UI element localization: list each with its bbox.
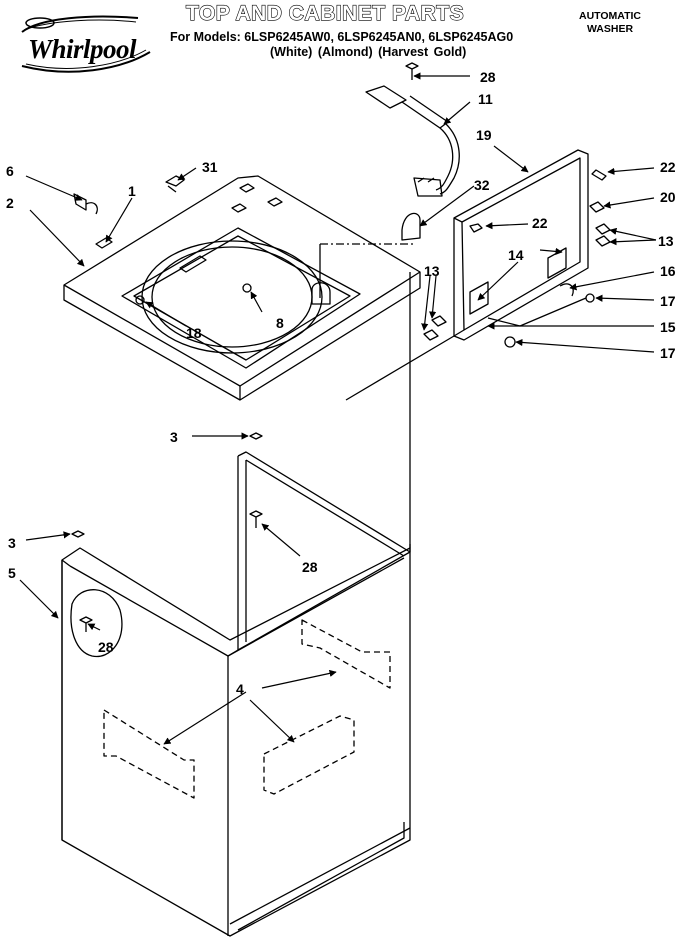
washer-cabinet bbox=[61, 547, 411, 937]
grommet-part-18 bbox=[135, 295, 145, 305]
callout-3a: 3 bbox=[170, 429, 178, 445]
clip-part-22 bbox=[469, 223, 483, 233]
model-colors: (White) (Almond) (Harvest Gold) bbox=[270, 45, 467, 59]
callout-3b: 3 bbox=[8, 535, 16, 551]
callout-6: 6 bbox=[6, 163, 14, 179]
callout-5: 5 bbox=[8, 565, 16, 581]
callout-28a: 28 bbox=[480, 69, 496, 85]
clip-part-3 bbox=[249, 432, 263, 440]
knob-part-17b bbox=[504, 336, 516, 348]
callout-19: 19 bbox=[476, 127, 492, 143]
page-title: TOP AND CABINET PARTS bbox=[185, 1, 465, 25]
screws-part-13 bbox=[595, 223, 611, 247]
lid-switch-harness bbox=[365, 85, 460, 197]
callout-labels: 1 2 3 3 4 5 6 8 11 13 13 14 15 16 17 17 … bbox=[6, 69, 676, 697]
callout-16: 16 bbox=[660, 263, 676, 279]
screw-part-28 bbox=[405, 62, 419, 80]
callout-14: 14 bbox=[508, 247, 524, 263]
callout-28c: 28 bbox=[98, 639, 114, 655]
small-clip-part bbox=[95, 237, 113, 249]
callout-18: 18 bbox=[186, 325, 202, 341]
callout-4: 4 bbox=[236, 681, 244, 697]
callout-2: 2 bbox=[6, 195, 14, 211]
callout-13a: 13 bbox=[424, 263, 440, 279]
callout-17b: 17 bbox=[660, 345, 676, 361]
part-16 bbox=[559, 283, 574, 297]
callout-20: 20 bbox=[660, 189, 676, 205]
callout-8: 8 bbox=[276, 315, 284, 331]
callout-31: 31 bbox=[202, 159, 218, 175]
screw-part-28c bbox=[249, 510, 263, 528]
console-bracket-part bbox=[591, 169, 607, 181]
lid-hinge-part bbox=[401, 212, 421, 241]
cabinet-cutout-detail bbox=[70, 589, 123, 658]
callout-32: 32 bbox=[474, 177, 490, 193]
bracket-part-14b bbox=[469, 281, 489, 315]
cabinet-top-frame bbox=[227, 451, 411, 657]
product-type-line2: WASHER bbox=[586, 23, 634, 35]
leader-lines bbox=[19, 72, 657, 745]
rod-part-15 bbox=[487, 297, 587, 327]
callout-28b: 28 bbox=[302, 559, 318, 575]
callout-1: 1 bbox=[128, 183, 136, 199]
product-type-line1: AUTOMATIC bbox=[578, 10, 642, 22]
callout-15: 15 bbox=[660, 319, 676, 335]
brand-wordmark: Whirlpool bbox=[28, 34, 137, 64]
callout-22b: 22 bbox=[532, 215, 548, 231]
model-numbers: For Models: 6LSP6245AW0, 6LSP6245AN0, 6L… bbox=[170, 30, 514, 44]
callout-22a: 22 bbox=[660, 159, 676, 175]
callout-17a: 17 bbox=[660, 293, 676, 309]
screw-part-8 bbox=[242, 283, 252, 293]
knob-part-17 bbox=[585, 293, 595, 303]
callout-13b: 13 bbox=[658, 233, 674, 249]
cabinet-brace-parts bbox=[103, 619, 391, 799]
callout-11: 11 bbox=[478, 91, 493, 107]
washer-top-panel bbox=[63, 175, 421, 401]
clip-part-3b bbox=[71, 530, 85, 538]
whirlpool-logo: Whirlpool bbox=[10, 12, 160, 76]
clip-part bbox=[73, 193, 98, 215]
screws-part-13b bbox=[423, 315, 447, 341]
clip-part-20 bbox=[589, 201, 605, 213]
bracket-part-14 bbox=[547, 247, 567, 279]
logo-swoosh bbox=[21, 15, 151, 73]
screw-part-28b bbox=[79, 616, 93, 632]
